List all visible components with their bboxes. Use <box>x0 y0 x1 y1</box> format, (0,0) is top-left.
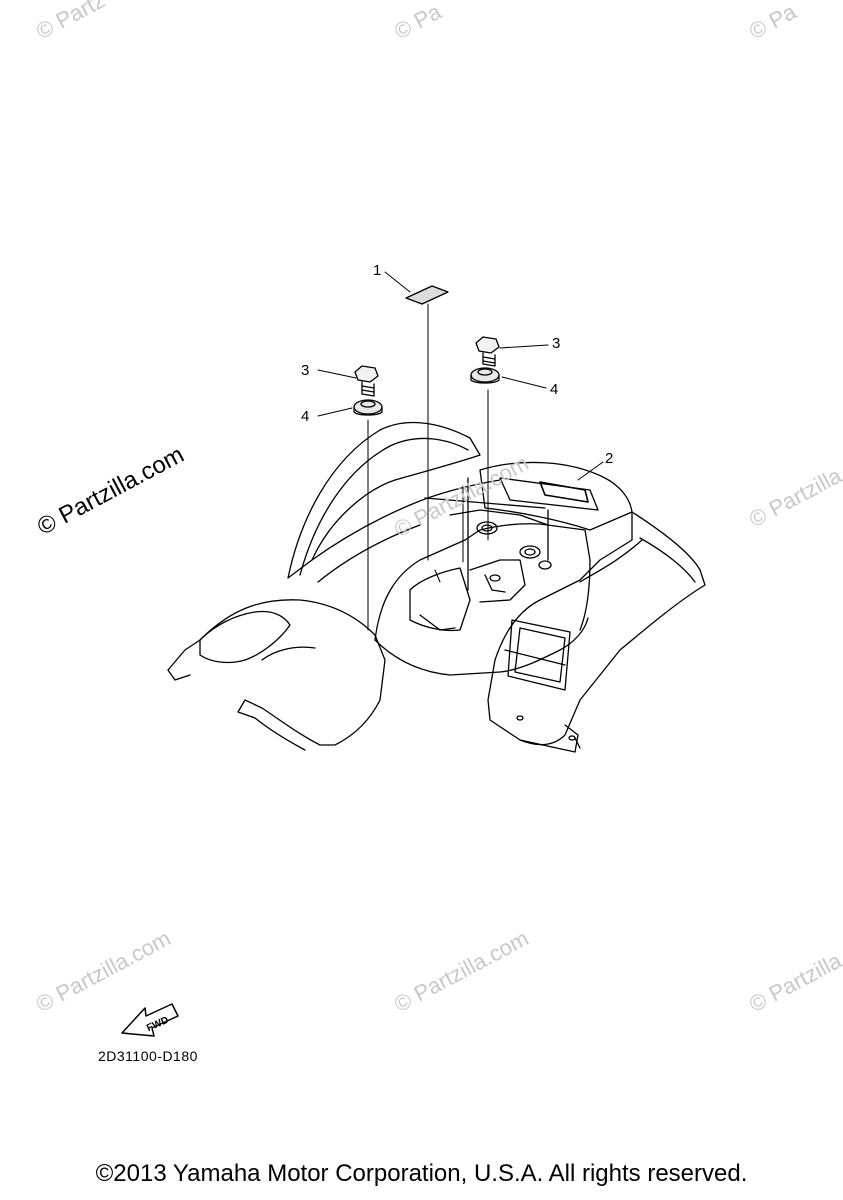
callout-1: 1 <box>373 262 382 279</box>
rear-fender-part <box>167 421 706 753</box>
leader-lines <box>317 271 604 631</box>
callout-4-left: 4 <box>301 408 310 425</box>
bolt-part <box>354 336 500 397</box>
copyright-notice: ©2013 Yamaha Motor Corporation, U.S.A. A… <box>95 1160 748 1187</box>
callout-3-right: 3 <box>552 335 561 352</box>
callout-3-left: 3 <box>301 362 310 379</box>
callout-4-right: 4 <box>550 381 559 398</box>
label-plate-part <box>405 285 449 305</box>
callout-2: 2 <box>605 450 614 467</box>
diagram-code: 2D31100-D180 <box>98 1048 198 1064</box>
fwd-arrow-icon: FWD <box>121 1003 179 1037</box>
grommet-part <box>353 367 500 416</box>
